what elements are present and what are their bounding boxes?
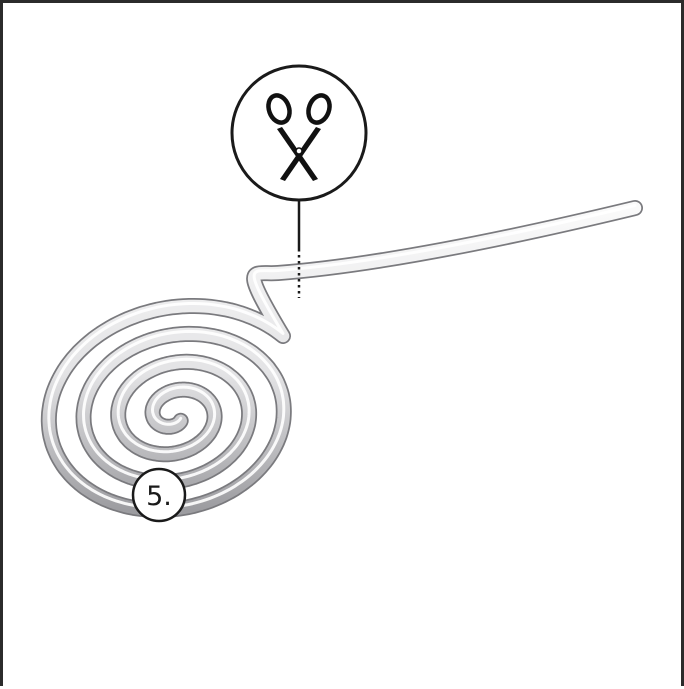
scissors-callout-circle (232, 66, 366, 200)
illustration-canvas: 5. (3, 3, 684, 689)
step-number: 5. (146, 481, 172, 512)
step-badge: 5. (133, 469, 185, 521)
wire-spiral-icon (49, 206, 635, 511)
